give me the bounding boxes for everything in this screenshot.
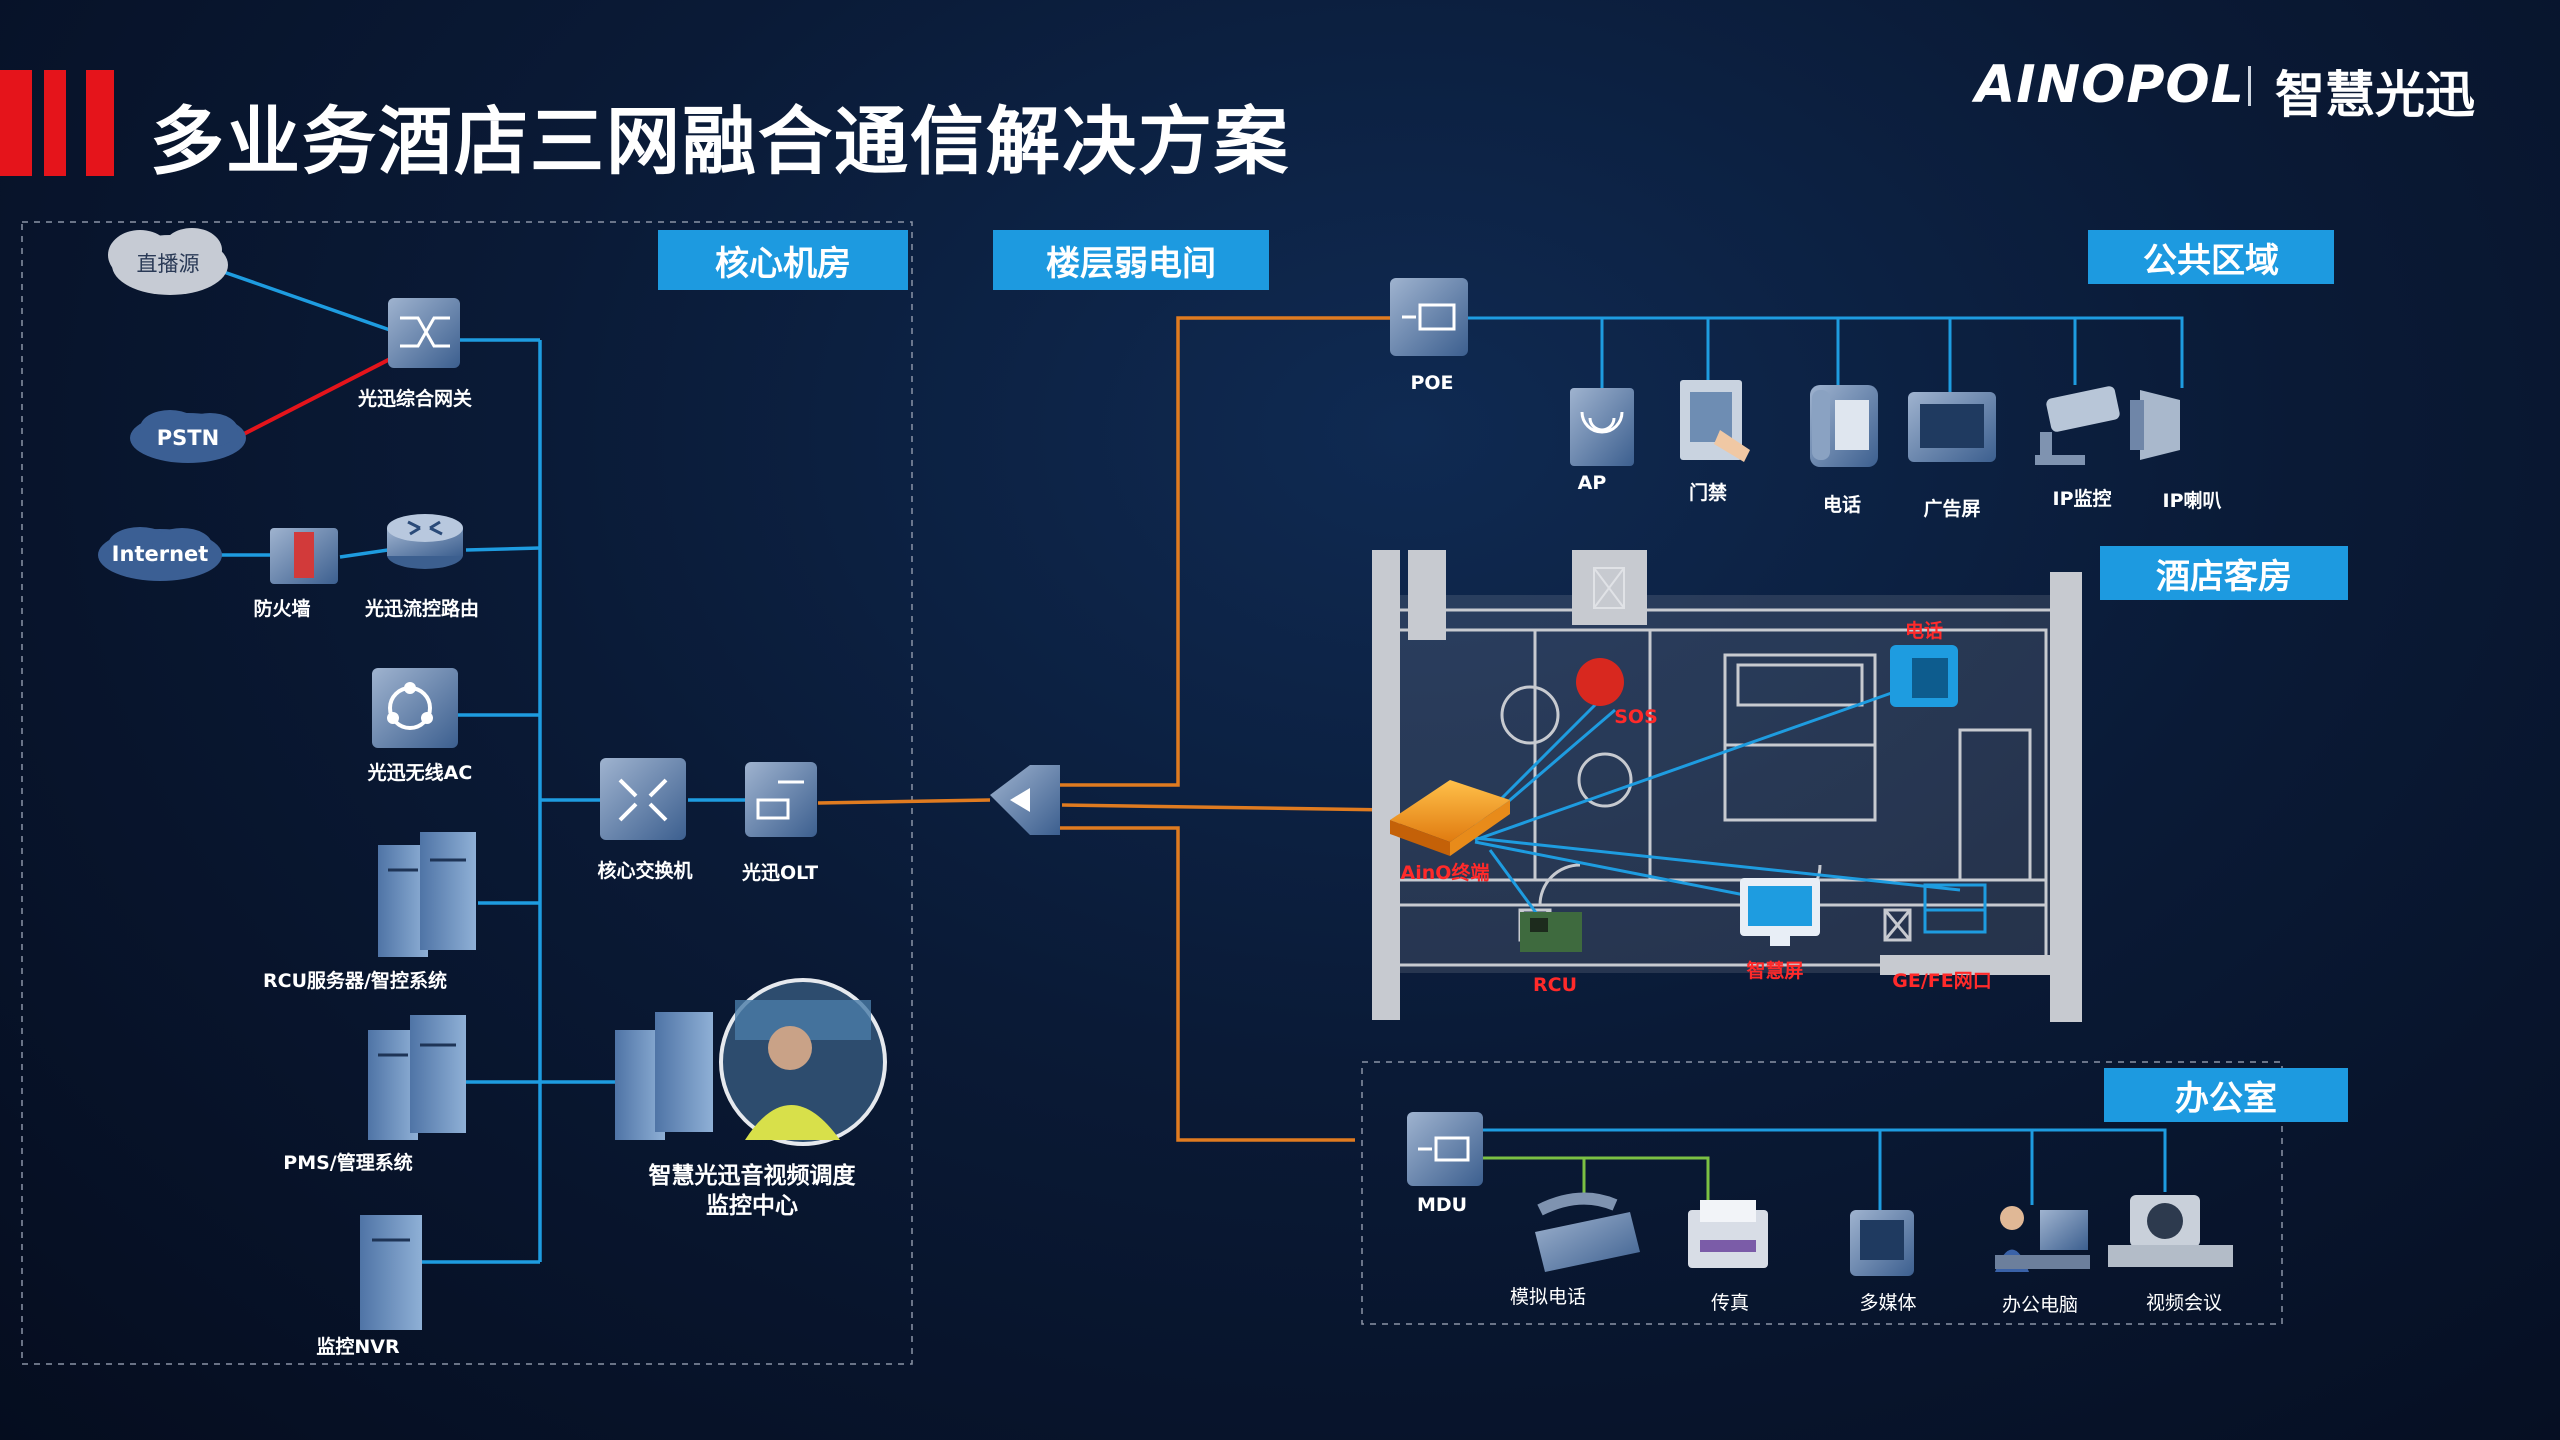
office-frame [1361, 1061, 2283, 1325]
gateway-icon [388, 298, 460, 368]
rcu-server-label: RCU服务器/智控系统 [263, 970, 447, 992]
olt-icon [745, 762, 817, 837]
video-conference-icon [2108, 1195, 2233, 1267]
ip-speaker-icon [2130, 390, 2180, 460]
ad-screen-icon [1908, 392, 1996, 462]
nvr-label: 监控NVR [316, 1336, 400, 1358]
sos-label: SOS [1614, 706, 1658, 728]
section-badge-floor-room: 楼层弱电间 [993, 230, 1269, 290]
olt-label: 光迅OLT [741, 862, 819, 884]
fax-icon [1688, 1200, 1768, 1268]
router-label: 光迅流控路由 [364, 598, 480, 620]
ip-camera-icon [2035, 386, 2120, 465]
cloud-pstn-icon [130, 410, 246, 463]
core-links [217, 268, 745, 1264]
firewall-label: 防火墙 [253, 598, 311, 620]
door-access-icon [1680, 380, 1750, 462]
ge-port-icon [1923, 908, 1987, 934]
room-phone-icon [1890, 645, 1958, 707]
ip-camera-label: IP监控 [2052, 488, 2112, 510]
mdu-label: MDU [1416, 1194, 1468, 1216]
cloud-internet-icon [98, 527, 222, 581]
brand-logo: AINOPOL [1975, 55, 2245, 115]
smart-screen-label: 智慧屏 [1746, 960, 1804, 982]
gateway-label: 光迅综合网关 [357, 388, 473, 410]
ge-port-label: GE/FE网口 [1892, 970, 1992, 992]
public-phone-icon [1810, 385, 1878, 467]
office-links [1482, 1128, 2167, 1210]
poe-label: POE [1410, 372, 1454, 394]
fax-label: 传真 [1710, 1292, 1750, 1314]
ad-screen-label: 广告屏 [1923, 498, 1981, 520]
rcu-label: RCU [1532, 974, 1578, 996]
splitter-icon [990, 765, 1060, 835]
public-links [1465, 316, 2184, 392]
room-phone-label: 电话 [1904, 620, 1944, 642]
internet-label: Internet [111, 542, 209, 566]
analog-phone-label: 模拟电话 [1509, 1286, 1587, 1308]
firewall-icon [270, 528, 338, 584]
router-icon [387, 514, 463, 569]
multimedia-icon [1850, 1210, 1914, 1276]
wireless-ac-icon [372, 668, 458, 748]
core-switch-icon [600, 758, 686, 840]
door-access-label: 门禁 [1688, 482, 1728, 504]
title-accent-bars [0, 70, 114, 176]
section-badge-core-room: 核心机房 [658, 230, 908, 290]
section-badge-public-area: 公共区域 [2088, 230, 2334, 284]
section-badge-office: 办公室 [2104, 1068, 2348, 1122]
analog-phone-icon [1535, 1192, 1640, 1272]
live-source-label: 直播源 [136, 252, 200, 276]
rcu-server-icon [378, 832, 476, 957]
nvr-server-icon [360, 1215, 422, 1330]
brand-name: 智慧光迅 [2275, 65, 2475, 124]
aino-terminal-label: AinO终端 [1400, 862, 1490, 884]
ap-icon [1570, 388, 1634, 466]
multimedia-label: 多媒体 [1859, 1292, 1917, 1314]
monitor-center-server-icon [615, 1012, 713, 1140]
office-pc-icon [1995, 1206, 2090, 1272]
cloud-live-source-icon [108, 228, 228, 295]
ip-speaker-label: IP喇叭 [2162, 490, 2222, 512]
region-frames [21, 221, 2283, 1365]
mdu-icon [1407, 1112, 1483, 1186]
office-pc-label: 办公电脑 [2001, 1294, 2079, 1316]
wireless-ac-label: 光迅无线AC [367, 762, 473, 784]
page-title: 多业务酒店三网融合通信解决方案 [150, 99, 1290, 185]
smart-screen-icon [1740, 878, 1820, 946]
pstn-label: PSTN [156, 426, 220, 450]
ap-label: AP [1577, 472, 1607, 494]
fiber-links [817, 316, 1393, 1142]
aino-terminal-icon [1390, 780, 1510, 856]
sos-button-icon [1576, 658, 1624, 706]
monitor-center-label-line2: 监控中心 [706, 1193, 798, 1219]
public-phone-label: 电话 [1822, 494, 1862, 516]
pstn-link [231, 356, 393, 442]
pms-label: PMS/管理系统 [283, 1152, 413, 1174]
core-room-frame [21, 221, 913, 1365]
rcu-board-icon [1520, 912, 1582, 952]
video-conference-label: 视频会议 [2145, 1292, 2223, 1314]
core-switch-label: 核心交换机 [597, 860, 693, 882]
pms-server-icon [368, 1015, 466, 1140]
hotel-floorplan [1372, 550, 2082, 1022]
brand-separator [2248, 66, 2251, 106]
monitor-center-photo [719, 978, 887, 1146]
poe-icon [1390, 278, 1468, 356]
section-badge-guest-room: 酒店客房 [2100, 546, 2348, 600]
monitor-center-label-line1: 智慧光迅音视频调度 [648, 1163, 856, 1189]
